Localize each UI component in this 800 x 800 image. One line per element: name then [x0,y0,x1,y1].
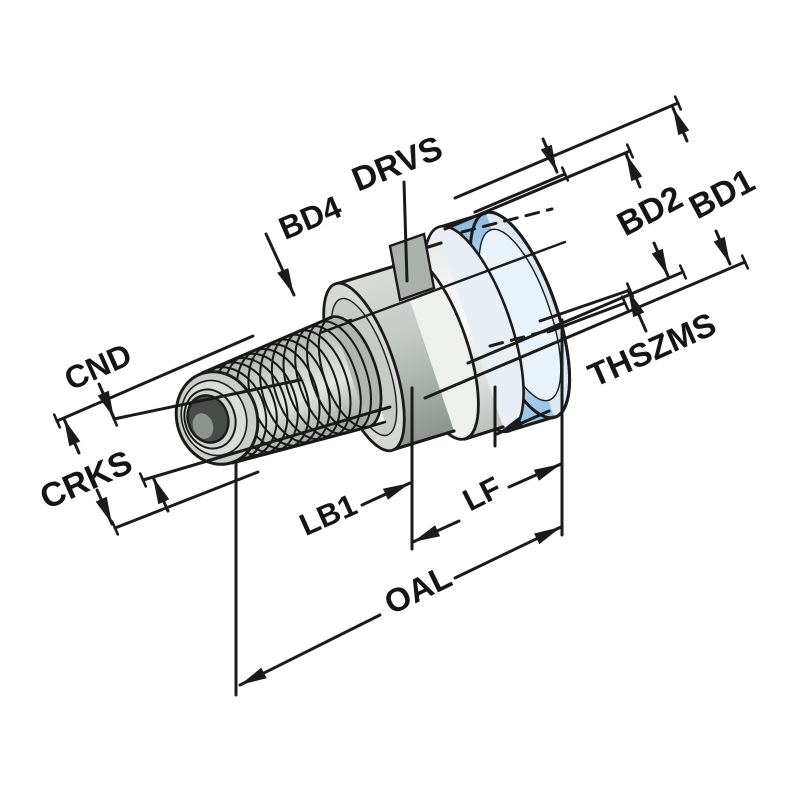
label-bd4: BD4 [274,189,347,247]
drvs-leader [402,180,409,283]
label-cnd: CND [59,336,137,397]
label-bd2: BD2 [611,178,689,243]
arrowheads [64,108,730,685]
label-thszms: THSZMS [582,305,721,394]
drive-slot [388,232,436,302]
label-crks: CRKS [34,443,137,517]
label-drvs: DRVS [347,129,448,199]
label-bd1: BD1 [683,161,761,226]
label-oal: OAL [378,558,457,622]
label-lb1: LB1 [294,487,362,543]
dimension-annotations [52,95,750,697]
length-extension-lines [234,318,564,697]
threaded-stud [174,315,383,466]
hidden-bore-lines [460,207,570,348]
label-lf: LF [457,470,507,518]
stud-tip-face [174,370,260,466]
extension-lines [55,101,747,530]
